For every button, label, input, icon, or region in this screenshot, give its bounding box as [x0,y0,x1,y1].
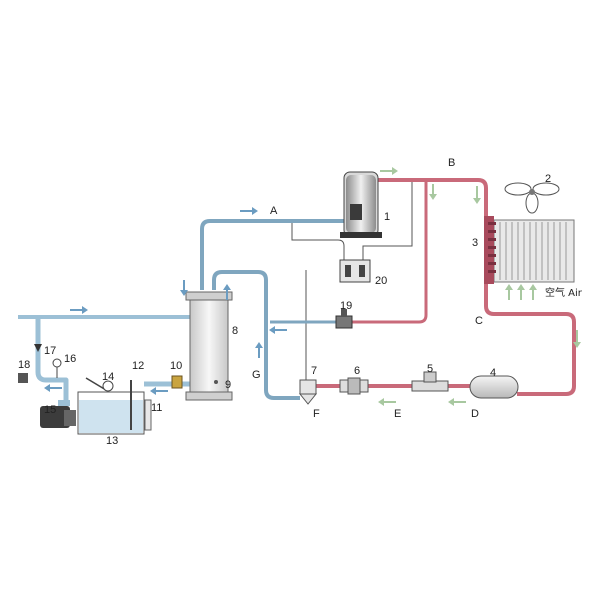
water-pump [40,400,76,428]
label-9: 9 [225,379,231,391]
solenoid-valve [411,371,449,392]
label-C: C [475,315,483,327]
label-12: 12 [132,360,144,372]
check-valve [34,344,42,352]
labels: 1 2 3 4 5 6 7 8 9 10 11 12 13 14 15 16 1… [18,157,583,447]
label-14: 14 [102,371,114,383]
label-16: 16 [64,353,76,365]
filter-drier [339,377,369,395]
label-G: G [252,369,261,381]
flow-arrows [44,207,287,395]
label-20: 20 [375,275,387,287]
water-tank [77,380,152,435]
evaporator-loop [212,270,300,400]
pressure-controller [339,259,371,283]
label-B: B [448,157,455,169]
controller-lines [291,182,413,382]
label-6: 6 [354,365,360,377]
bypass-valve [335,309,353,329]
suction-line [200,219,344,290]
evaporator [185,291,233,401]
label-F: F [313,408,320,420]
label-4: 4 [490,367,496,379]
drain-valve [18,373,28,383]
label-D: D [471,408,479,420]
label-1: 1 [384,211,390,223]
label-3: 3 [472,237,478,249]
label-E: E [394,408,401,420]
fan-icon [504,182,560,214]
label-10: 10 [170,360,182,372]
label-A: A [270,205,278,217]
expansion-valve [298,379,318,405]
label-15: 15 [44,404,56,416]
label-2: 2 [545,173,551,185]
pressure-gauge-icon [52,358,62,378]
receiver-tank [469,375,519,399]
condenser [484,216,575,284]
label-air: 空气 Air [545,286,583,299]
compressor [340,171,382,238]
label-11: 11 [151,402,162,414]
liquid-line [316,282,576,396]
label-5: 5 [427,363,433,375]
flow-arrows-refrigerant [378,167,581,406]
label-8: 8 [232,325,238,337]
label-13: 13 [106,435,118,447]
label-7: 7 [311,365,317,377]
label-18: 18 [18,359,30,371]
hot-gas-bypass-line [352,180,428,324]
label-17: 17 [44,345,56,357]
discharge-line [378,178,488,218]
condenser-entry-arrow [473,186,481,204]
float-valve [85,377,114,392]
label-19: 19 [340,300,352,312]
water-valve [171,375,183,389]
